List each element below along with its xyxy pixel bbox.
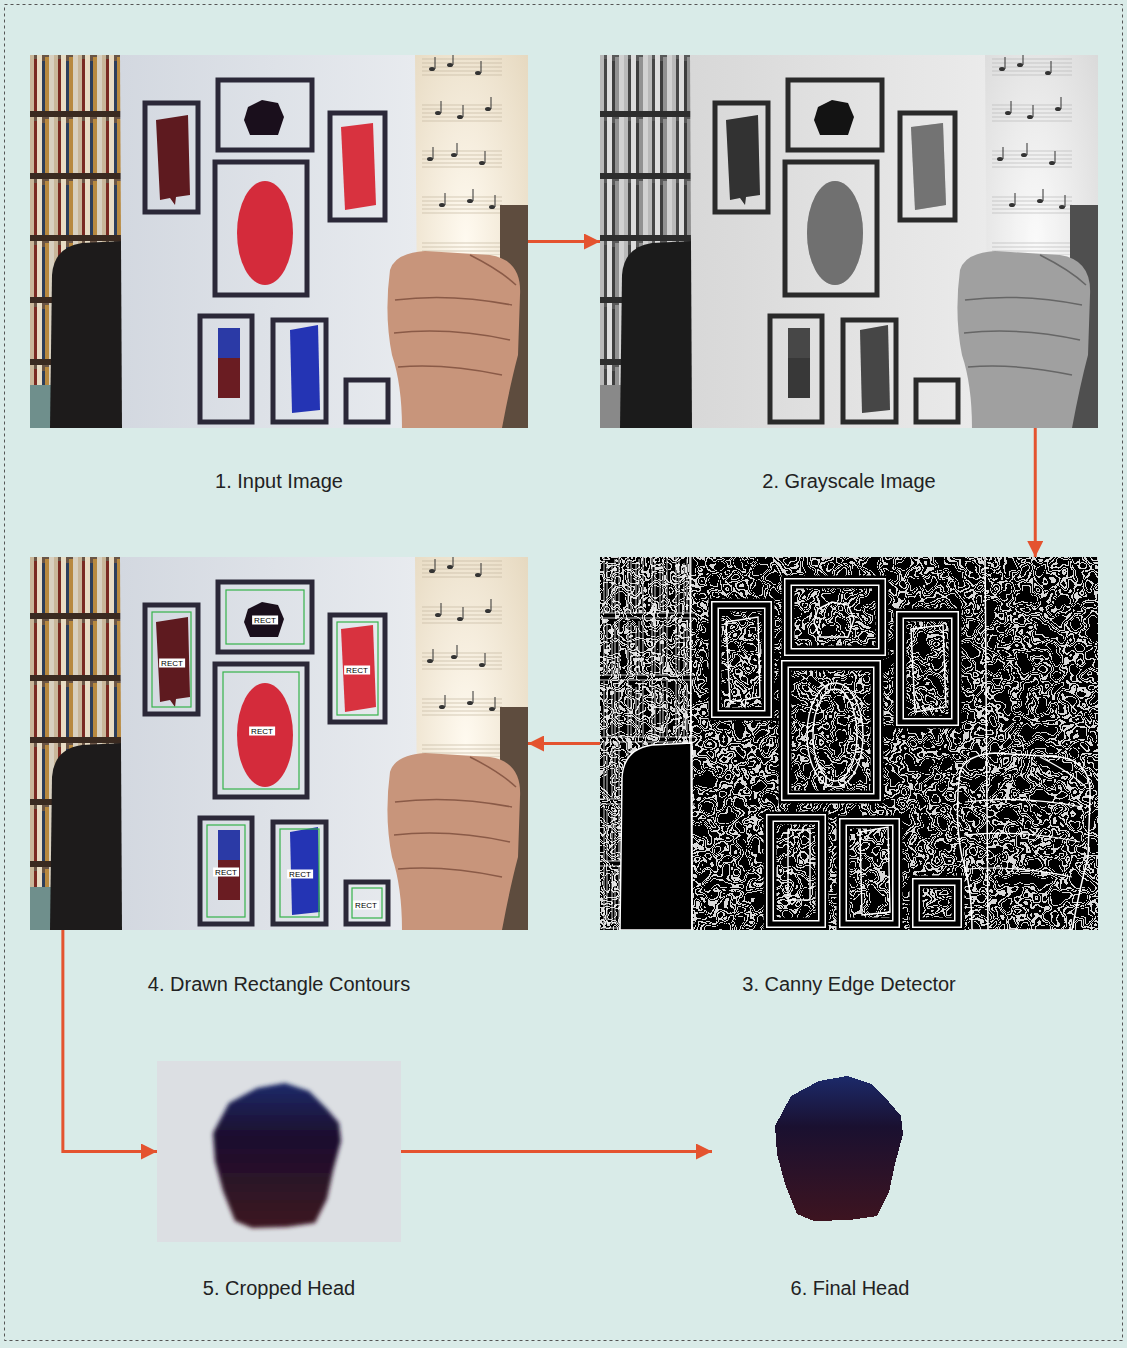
- contour-image: [30, 557, 528, 930]
- paper-edges: [690, 557, 988, 930]
- bookshelf-edges: [600, 557, 695, 930]
- image-panel: 3. Canny Edge Detector: [600, 557, 1098, 930]
- image-panel: 5. Cropped Head: [157, 1061, 401, 1242]
- edge-ground: [600, 557, 1098, 930]
- flow-arrow: [528, 240, 600, 243]
- crop-ground: [157, 1061, 401, 1242]
- panel-caption: 4. Drawn Rectangle Contours: [148, 972, 410, 996]
- rect-tag: RECT: [249, 727, 275, 736]
- image-panel: 4. Drawn Rectangle Contours: [30, 557, 528, 930]
- flow-arrow: [1034, 428, 1037, 557]
- flow-arrow: [63, 930, 157, 1152]
- rect-tag: RECT: [344, 666, 370, 675]
- rect-tag: RECT: [252, 616, 278, 625]
- blob-edges: [726, 602, 946, 915]
- rect-tag: RECT: [213, 868, 239, 877]
- green-contours: [152, 590, 382, 918]
- panel-caption: 6. Final Head: [791, 1276, 910, 1300]
- canny-image: [600, 557, 1098, 930]
- image-panel: 1. Input Image: [30, 55, 528, 428]
- panel-caption: 1. Input Image: [215, 469, 343, 493]
- panel-caption: 5. Cropped Head: [203, 1276, 355, 1300]
- rect-tag: RECT: [353, 901, 379, 910]
- dashed-border: [5, 5, 1123, 1341]
- image-panel: 6. Final Head: [712, 1061, 988, 1242]
- flow-arrow: [528, 742, 600, 745]
- image-panel: 2. Grayscale Image: [600, 55, 1098, 428]
- panel-caption: 3. Canny Edge Detector: [742, 972, 955, 996]
- rect-tag: RECT: [287, 870, 313, 879]
- grayscale-image: [600, 55, 1098, 428]
- input-image: [30, 55, 528, 428]
- flow-arrow: [401, 1150, 712, 1153]
- edge-noise: [600, 557, 1098, 930]
- final-head-image: [775, 1076, 903, 1221]
- cropped-head-image: [157, 1061, 401, 1242]
- panel-caption: 2. Grayscale Image: [762, 469, 935, 493]
- rect-tag: RECT: [159, 659, 185, 668]
